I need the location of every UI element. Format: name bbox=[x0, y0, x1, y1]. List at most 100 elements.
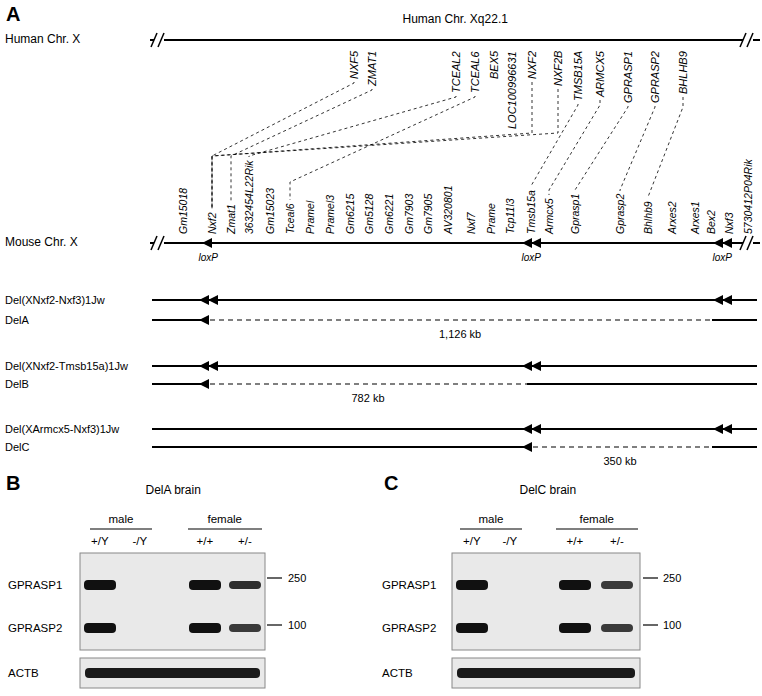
loxp-triangle bbox=[199, 295, 732, 452]
protein-label: ACTB bbox=[8, 667, 39, 680]
allele-line bbox=[152, 300, 757, 447]
leader-line bbox=[575, 106, 628, 191]
sex-label: female bbox=[208, 513, 243, 526]
leader-line bbox=[212, 82, 354, 209]
mouse-gene-label: Pramel bbox=[304, 201, 316, 234]
genotype-label: +/+ bbox=[197, 535, 214, 548]
blot-title: DelC brain bbox=[520, 484, 577, 498]
human-chromosome bbox=[150, 39, 760, 41]
loxp-label: loxP bbox=[522, 252, 541, 264]
human-gene-label: BEX5 bbox=[488, 51, 501, 79]
mouse-gene-label: Gprasp2 bbox=[614, 194, 626, 234]
human-gene-label: GPRASP2 bbox=[649, 51, 662, 103]
panel-letter: B bbox=[6, 472, 20, 495]
human-gene-label: NXF5 bbox=[348, 51, 361, 79]
protein-label: ACTB bbox=[382, 667, 413, 680]
group-bracket bbox=[90, 528, 638, 529]
western-blot bbox=[80, 553, 265, 688]
mouse-gene-label: 5730412P04Rik bbox=[742, 159, 754, 234]
mouse-gene-label: Gm7903 bbox=[403, 194, 415, 234]
human-gene-label: TMSB15A bbox=[572, 51, 585, 101]
panel-letter: C bbox=[384, 472, 398, 495]
genotype-label: -/Y bbox=[503, 535, 518, 548]
leader-line bbox=[620, 106, 655, 191]
genotype-label: +/- bbox=[238, 535, 252, 548]
genotype-label: +/Y bbox=[91, 535, 109, 548]
genotype-label: -/Y bbox=[133, 535, 148, 548]
chromosome-label: Human Chr. X bbox=[5, 33, 80, 47]
mouse-gene-label: Pramel3 bbox=[324, 195, 336, 234]
mouse-gene-label: Tmsb15a bbox=[525, 190, 537, 234]
protein-label: GPRASP1 bbox=[382, 579, 436, 592]
leader-line bbox=[249, 96, 456, 157]
mouse-gene-label: Gm6221 bbox=[383, 194, 395, 234]
mouse-gene-label: Arxes2 bbox=[666, 201, 678, 234]
human-gene-label: NXF2 bbox=[526, 51, 539, 79]
chromosome-break bbox=[151, 235, 753, 251]
human-gene-label: ZMAT1 bbox=[366, 51, 379, 86]
size-label: 350 kb bbox=[604, 455, 637, 468]
size-label: 782 kb bbox=[352, 392, 385, 405]
human-gene-label: NXF2B bbox=[552, 51, 565, 86]
genotype-label: +/Y bbox=[463, 535, 481, 548]
chromosome-label: Mouse Chr. X bbox=[5, 236, 78, 250]
allele-label: Del(XArmcx5-Nxf3)1Jw bbox=[5, 423, 119, 436]
loxp-triangle bbox=[202, 238, 732, 248]
sex-label: male bbox=[109, 513, 134, 526]
mouse-gene-label: AV320801 bbox=[442, 186, 454, 234]
mouse-gene-label: Nxf7 bbox=[465, 212, 477, 234]
mouse-gene-label: Tceal6 bbox=[284, 203, 296, 234]
mouse-gene-label: Bex2 bbox=[705, 210, 717, 234]
genotype-label: +/+ bbox=[567, 535, 584, 548]
allele-label: DelB bbox=[5, 378, 29, 391]
leader-line bbox=[648, 97, 683, 198]
allele-label: DelA bbox=[5, 314, 29, 327]
mw-marker: 100 bbox=[288, 619, 306, 632]
mouse-gene-label: Arxes1 bbox=[689, 201, 701, 234]
mouse-gene-label: 3632454L22Rik bbox=[243, 160, 255, 234]
sex-label: female bbox=[580, 513, 615, 526]
allele-label: Del(XNxf2-Tmsb15a)1Jw bbox=[5, 360, 128, 373]
chromosome-break bbox=[151, 32, 753, 48]
mouse-gene-label: Gm5128 bbox=[363, 194, 375, 234]
mouse-gene-label: Zmat1 bbox=[225, 204, 237, 234]
human-gene-label: GPRASP1 bbox=[622, 51, 635, 103]
mouse-gene-label: Gm15023 bbox=[264, 188, 276, 234]
allele-label: DelC bbox=[5, 441, 29, 454]
protein-label: GPRASP2 bbox=[382, 622, 436, 635]
protein-label: GPRASP1 bbox=[8, 579, 62, 592]
human-gene-label: TCEAL6 bbox=[469, 51, 482, 93]
allele-label: Del(XNxf2-Nxf3)1Jw bbox=[5, 294, 105, 307]
protein-label: GPRASP2 bbox=[8, 622, 62, 635]
mouse-gene-label: Gm7905 bbox=[422, 194, 434, 234]
human-gene-label: ARMCX5 bbox=[594, 51, 607, 97]
mw-marker: 250 bbox=[663, 572, 681, 585]
human-gene-label: BHLHB9 bbox=[677, 51, 690, 94]
mw-marker: 100 bbox=[663, 619, 681, 632]
loxp-label: loxP bbox=[713, 252, 732, 264]
mw-marker: 250 bbox=[288, 572, 306, 585]
leader-line bbox=[531, 104, 578, 187]
mouse-gene-label: Gprasp1 bbox=[569, 194, 581, 234]
leader-line bbox=[549, 100, 600, 195]
mouse-gene-label: Armcx5 bbox=[543, 198, 555, 234]
sex-label: male bbox=[479, 513, 504, 526]
loxp-label: loxP bbox=[199, 252, 218, 264]
mouse-gene-label: Bhlhb9 bbox=[642, 201, 654, 234]
mouse-gene-label: Gm6215 bbox=[344, 194, 356, 234]
mouse-chromosome bbox=[150, 242, 760, 244]
size-label: 1,126 kb bbox=[439, 328, 481, 341]
mouse-gene-label: Nxf3 bbox=[723, 212, 735, 234]
genotype-label: +/- bbox=[610, 535, 624, 548]
human-gene-label: LOC100996631 bbox=[506, 51, 519, 129]
mouse-gene-label: Nxf2 bbox=[206, 212, 218, 234]
human-gene-label: TCEAL2 bbox=[450, 51, 463, 93]
mouse-gene-label: Prame bbox=[485, 203, 497, 234]
deleted-region bbox=[210, 320, 712, 447]
chromosome-title: Human Chr. Xq22.1 bbox=[403, 13, 508, 27]
blot-title: DelA brain bbox=[146, 484, 201, 498]
mouse-gene-label: Gm15018 bbox=[177, 188, 189, 234]
mouse-gene-label: Tcp11l3 bbox=[504, 198, 516, 234]
